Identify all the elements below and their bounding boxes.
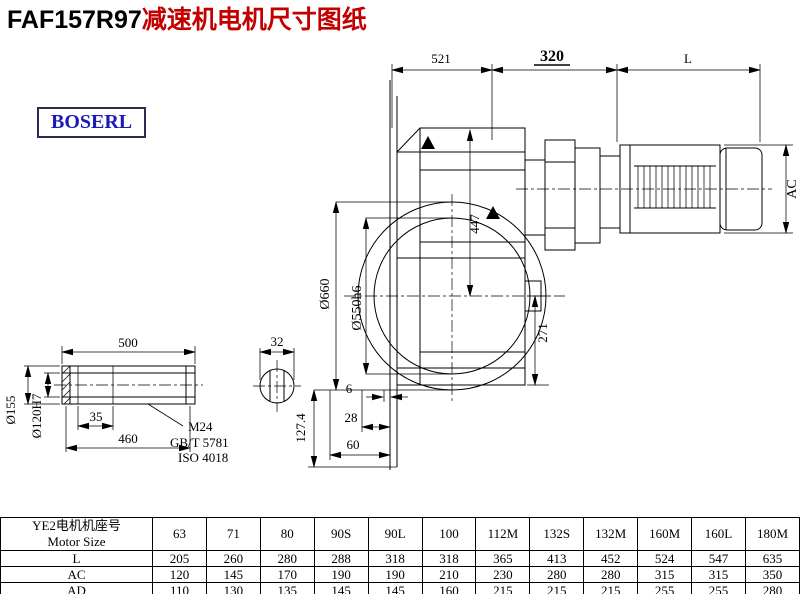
page-title: FAF157R97减速机电机尺寸图纸 bbox=[7, 0, 367, 36]
table-cell: 145 bbox=[367, 582, 423, 594]
technical-drawing: 521 320 L AC bbox=[3, 48, 800, 470]
table-row-label: L bbox=[0, 550, 153, 567]
table-cell: 230 bbox=[475, 566, 531, 583]
table-cell: 315 bbox=[637, 566, 693, 583]
brand-logo: BOSERL bbox=[37, 107, 147, 138]
table-column-header: 160L bbox=[691, 517, 746, 551]
section-mark-icon bbox=[421, 136, 435, 149]
table-cell: 288 bbox=[313, 550, 369, 567]
table-cell: 215 bbox=[583, 582, 639, 594]
table-cell: 318 bbox=[367, 550, 423, 567]
shaft-cross-section: 32 bbox=[253, 334, 301, 412]
table-column-header: 90L bbox=[367, 517, 423, 551]
table-cell: 145 bbox=[205, 566, 261, 583]
table-cell: 280 bbox=[529, 566, 585, 583]
table-cell: 260 bbox=[205, 550, 261, 567]
table-cell: 210 bbox=[421, 566, 477, 583]
table-cell: 215 bbox=[529, 582, 585, 594]
dim-label-660: Ø660 bbox=[318, 278, 333, 309]
table-cell: 280 bbox=[744, 582, 800, 594]
table-cell: 145 bbox=[313, 582, 369, 594]
dim-label-521: 521 bbox=[431, 51, 451, 66]
table-column-header: 80 bbox=[259, 517, 315, 551]
dim-label-447: 447 bbox=[467, 214, 482, 234]
table-cell: 135 bbox=[259, 582, 315, 594]
table-column-header: 180M bbox=[744, 517, 800, 551]
table-column-header: 160M bbox=[637, 517, 693, 551]
table-cell: 635 bbox=[744, 550, 800, 567]
table-row-label: AC bbox=[0, 566, 153, 583]
table-cell: 280 bbox=[259, 550, 315, 567]
table-cell: 205 bbox=[152, 550, 207, 567]
table-row-label: AD bbox=[0, 582, 153, 594]
page-title-model: FAF157R97 bbox=[7, 6, 142, 34]
table-cell: 255 bbox=[637, 582, 693, 594]
table-cell: 160 bbox=[421, 582, 477, 594]
table-column-header: 71 bbox=[205, 517, 261, 551]
bottom-dimensions: 6 28 60 127.4 bbox=[293, 381, 408, 468]
adapter-housing bbox=[524, 139, 621, 251]
page-title-text: 减速机电机尺寸图纸 bbox=[141, 6, 367, 34]
dim-label-155: Ø155 bbox=[3, 396, 18, 425]
table-cell: 524 bbox=[637, 550, 693, 567]
table-cell: 350 bbox=[744, 566, 800, 583]
table-cell: 413 bbox=[529, 550, 585, 567]
shaft-detail: 500 35 460 M24 GB/T 5781 ISO 4 bbox=[3, 335, 229, 465]
thread-label-m24: M24 bbox=[188, 419, 213, 434]
table-cell: 318 bbox=[421, 550, 477, 567]
table-cell: 130 bbox=[205, 582, 261, 594]
table-cell: 280 bbox=[583, 566, 639, 583]
table-column-header: 132S bbox=[529, 517, 585, 551]
dim-label-271: 271 bbox=[535, 323, 550, 343]
table-cell: 315 bbox=[691, 566, 746, 583]
table-cell: 452 bbox=[583, 550, 639, 567]
table-column-header: 63 bbox=[152, 517, 207, 551]
table-cell: 110 bbox=[152, 582, 207, 594]
dim-label-120: Ø120H7 bbox=[29, 393, 44, 438]
dim-label-127: 127.4 bbox=[293, 413, 308, 443]
dim-label-AC: AC bbox=[785, 179, 800, 198]
flange-circles bbox=[344, 194, 565, 402]
table-cell: 170 bbox=[259, 566, 315, 583]
dim-label-32: 32 bbox=[271, 334, 284, 349]
table-cell: 547 bbox=[691, 550, 746, 567]
flange-diameter-dimensions: Ø660 Ø550h6 bbox=[318, 201, 452, 391]
table-cell: 255 bbox=[691, 582, 746, 594]
dim-label-L: L bbox=[684, 51, 692, 66]
dim-label-6: 6 bbox=[346, 381, 353, 396]
table-column-header: 100 bbox=[421, 517, 477, 551]
dim-label-28: 28 bbox=[345, 410, 358, 425]
table-column-header: 90S bbox=[313, 517, 369, 551]
dim-label-35: 35 bbox=[90, 409, 103, 424]
table-column-header: 112M bbox=[475, 517, 531, 551]
top-dimensions: 521 320 L bbox=[391, 48, 761, 142]
dim-label-60: 60 bbox=[347, 437, 360, 452]
section-mark-icon bbox=[486, 206, 500, 219]
dim-label-320: 320 bbox=[540, 48, 564, 65]
gearbox-housing bbox=[389, 80, 542, 470]
table-cell: 190 bbox=[367, 566, 423, 583]
standard-label-iso: ISO 4018 bbox=[178, 450, 228, 465]
dim-label-500: 500 bbox=[118, 335, 138, 350]
table-cell: 190 bbox=[313, 566, 369, 583]
table-cell: 365 bbox=[475, 550, 531, 567]
ac-dimension: AC bbox=[724, 144, 800, 234]
standard-label-gb: GB/T 5781 bbox=[170, 435, 229, 450]
table-column-header: 132M bbox=[583, 517, 639, 551]
dim-label-460: 460 bbox=[118, 431, 138, 446]
table-cell: 120 bbox=[152, 566, 207, 583]
dim-label-550: Ø550h6 bbox=[350, 285, 365, 330]
motor bbox=[516, 144, 772, 234]
table-cell: 215 bbox=[475, 582, 531, 594]
height-dimensions: 447 271 bbox=[466, 129, 550, 386]
